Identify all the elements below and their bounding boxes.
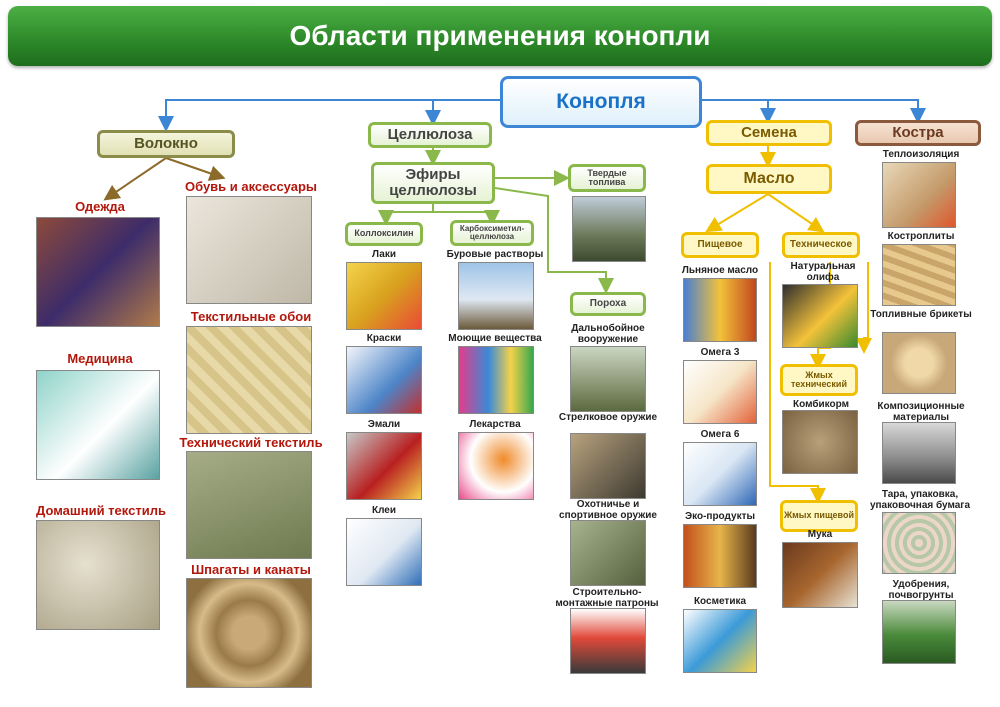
root-node: Конопля xyxy=(500,76,702,128)
label-hunting: Охотничье и спортивное оружие xyxy=(559,499,657,521)
node-oil: Масло xyxy=(706,164,832,194)
label-drilling: Буровые растворы xyxy=(446,249,544,260)
image-enamels xyxy=(346,432,422,500)
image-composites xyxy=(882,422,956,484)
image-small-arms xyxy=(570,433,646,499)
branch-cellulose: Целлюлоза xyxy=(368,122,492,148)
label-flour: Мука xyxy=(807,529,833,540)
image-medicines xyxy=(458,432,534,500)
node-collodion: Коллоксилин xyxy=(345,222,423,246)
label-medicines: Лекарства xyxy=(469,419,521,430)
label-paints: Краски xyxy=(366,333,402,344)
image-twine xyxy=(186,578,312,688)
image-packaging xyxy=(882,512,956,574)
label-home-textile: Домашний текстиль xyxy=(36,503,166,518)
branch-shives: Костра xyxy=(855,120,981,146)
image-home-textile xyxy=(36,520,160,630)
node-cmc: Карбоксиметил-целлюлоза xyxy=(450,220,534,246)
label-wallpaper: Текстильные обои xyxy=(190,309,312,324)
label-enamels: Эмали xyxy=(367,419,401,430)
image-varnish xyxy=(346,262,422,330)
label-medicine: Медицина xyxy=(67,351,133,366)
label-linseed-oil: Льняное масло xyxy=(681,265,759,276)
branch-fiber: Волокно xyxy=(97,130,235,158)
label-insulation: Теплоизоляция xyxy=(882,149,960,160)
image-paints xyxy=(346,346,422,414)
node-fat-technical: Жмых технический xyxy=(780,364,858,396)
image-feed xyxy=(782,410,858,474)
image-shoes xyxy=(186,196,312,304)
node-powder: Пороха xyxy=(570,292,646,316)
label-long-range: Дальнобойное вооружение xyxy=(571,323,645,345)
image-flour xyxy=(782,542,858,608)
label-drying-oil: Натуральная олифа xyxy=(790,261,856,283)
label-clothes: Одежда xyxy=(75,199,125,214)
image-linseed-oil xyxy=(683,278,757,342)
label-briquettes: Топливные брикеты xyxy=(870,309,972,320)
image-drying-oil xyxy=(782,284,858,348)
image-insulation xyxy=(882,162,956,228)
branch-seeds: Семена xyxy=(706,120,832,146)
image-glues xyxy=(346,518,422,586)
image-clothes xyxy=(36,217,160,327)
image-tech-textile xyxy=(186,451,312,559)
label-varnish: Лаки xyxy=(372,249,396,260)
image-briquettes xyxy=(882,332,956,394)
image-shive-boards xyxy=(882,244,956,306)
image-construction xyxy=(570,608,646,674)
label-feed: Комбикорм xyxy=(792,399,850,410)
image-solid-fuel xyxy=(572,196,646,262)
image-omega6 xyxy=(683,442,757,506)
node-ethers: Эфиры целлюлозы xyxy=(371,162,495,204)
image-medicine xyxy=(36,370,160,480)
page-title: Области применения конопли xyxy=(8,6,992,66)
image-omega3 xyxy=(683,360,757,424)
image-drilling xyxy=(458,262,534,330)
node-solid-fuel: Твердые топлива xyxy=(568,164,646,192)
label-composites: Композиционные материалы xyxy=(877,401,965,423)
image-fertilizers xyxy=(882,600,956,664)
label-glues: Клеи xyxy=(371,505,397,516)
image-eco-products xyxy=(683,524,757,588)
image-wallpaper xyxy=(186,326,312,434)
label-omega3: Омега 3 xyxy=(700,347,740,358)
label-eco-products: Эко-продукты xyxy=(684,511,756,522)
label-twine: Шпагаты и канаты xyxy=(191,562,311,577)
label-shoes: Обувь и аксессуары xyxy=(184,179,318,194)
label-omega6: Омега 6 xyxy=(700,429,740,440)
image-hunting xyxy=(570,520,646,586)
label-fertilizers: Удобрения, почвогрунты xyxy=(888,579,954,601)
label-construction: Строительно-монтажные патроны xyxy=(555,587,659,609)
node-technical: Техническое xyxy=(782,232,860,258)
image-detergents xyxy=(458,346,534,414)
node-fat-food: Жмых пищевой xyxy=(780,500,858,532)
image-cosmetics xyxy=(683,609,757,673)
label-detergents: Моющие вещества xyxy=(448,333,542,344)
node-food: Пищевое xyxy=(681,232,759,258)
label-tech-textile: Технический текстиль xyxy=(179,435,323,450)
label-small-arms: Стрелковое оружие xyxy=(558,412,658,423)
label-shive-boards: Кострoплиты xyxy=(887,231,955,242)
label-packaging: Тара, упаковка, упаковочная бумага xyxy=(869,489,971,511)
image-long-range xyxy=(570,346,646,412)
label-cosmetics: Косметика xyxy=(693,596,747,607)
